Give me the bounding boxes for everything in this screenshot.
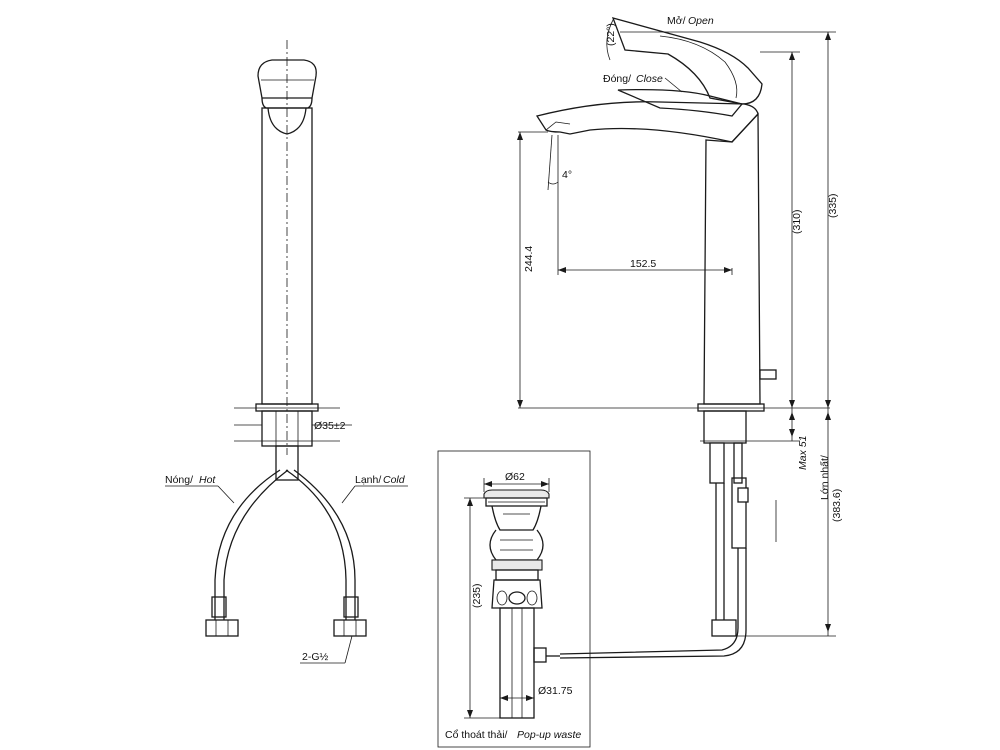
front-mounting-stud	[275, 445, 299, 481]
waste-frame	[437, 450, 591, 748]
waste-top-diameter-label: Ø62	[505, 471, 525, 483]
height-310-label: (310)	[791, 209, 803, 234]
front-view: Ø35±2 Nóng/ Hot Lạnh/ Cold 2-G½	[165, 40, 408, 664]
waste-nut	[491, 559, 543, 571]
waste-linkage-rod	[559, 548, 739, 655]
cold-label-en: Cold	[383, 474, 406, 486]
height-335-label: (335)	[827, 193, 839, 218]
waste-length-label: (235)	[471, 583, 483, 608]
connection-thread-label: 2-G½	[302, 651, 329, 663]
open-label: Mở/	[667, 15, 686, 27]
open-label-en: Open	[688, 15, 714, 27]
waste-caption-en: Pop-up waste	[517, 729, 581, 741]
side-mounting-stud	[709, 442, 725, 484]
hot-label-en: Hot	[199, 474, 216, 486]
waste-bottom-diameter-label: Ø31.75	[538, 685, 573, 697]
waste-cap	[483, 489, 550, 499]
side-connector-nut	[711, 619, 737, 637]
side-body	[703, 112, 761, 405]
waste-tail-pipe	[499, 607, 535, 719]
spout-height-label: 244.4	[523, 246, 535, 272]
pull-rod	[731, 477, 747, 549]
below-deck-label: (383.6)	[831, 489, 843, 522]
front-handle	[257, 59, 317, 99]
close-label: Đóng/	[603, 73, 631, 85]
max-thickness-label: Lớn nhất/	[819, 455, 831, 500]
pop-up-waste-view: Ø62 (235) Ø31.75 Cổ tho	[437, 450, 591, 748]
pop-up-lever	[759, 369, 777, 380]
spout	[535, 101, 759, 143]
spout-reach-label: 152.5	[630, 258, 656, 270]
max-thickness-en: Max 51	[797, 436, 809, 470]
spout-angle-label: 4°	[562, 169, 572, 181]
front-spout-outlet	[267, 107, 307, 135]
close-label-en: Close	[636, 73, 663, 85]
cold-label: Lạnh/	[355, 474, 381, 486]
hot-label: Nóng/	[165, 474, 193, 486]
hot-connector-nut	[205, 619, 239, 637]
hole-diameter-label: Ø35±2	[314, 420, 346, 432]
hot-hose	[214, 469, 281, 622]
side-base	[697, 403, 765, 412]
side-view: (22°) 4° Mở/ Open Đóng/ Close 244.4 152.…	[517, 15, 843, 659]
handle-angle-label: (22°)	[605, 23, 617, 46]
waste-overflow-port	[508, 591, 526, 605]
cold-hose	[285, 469, 347, 622]
cold-connector-nut	[333, 619, 367, 637]
waste-caption: Cổ thoát thải/	[445, 729, 508, 741]
handle-open-position	[611, 17, 763, 105]
